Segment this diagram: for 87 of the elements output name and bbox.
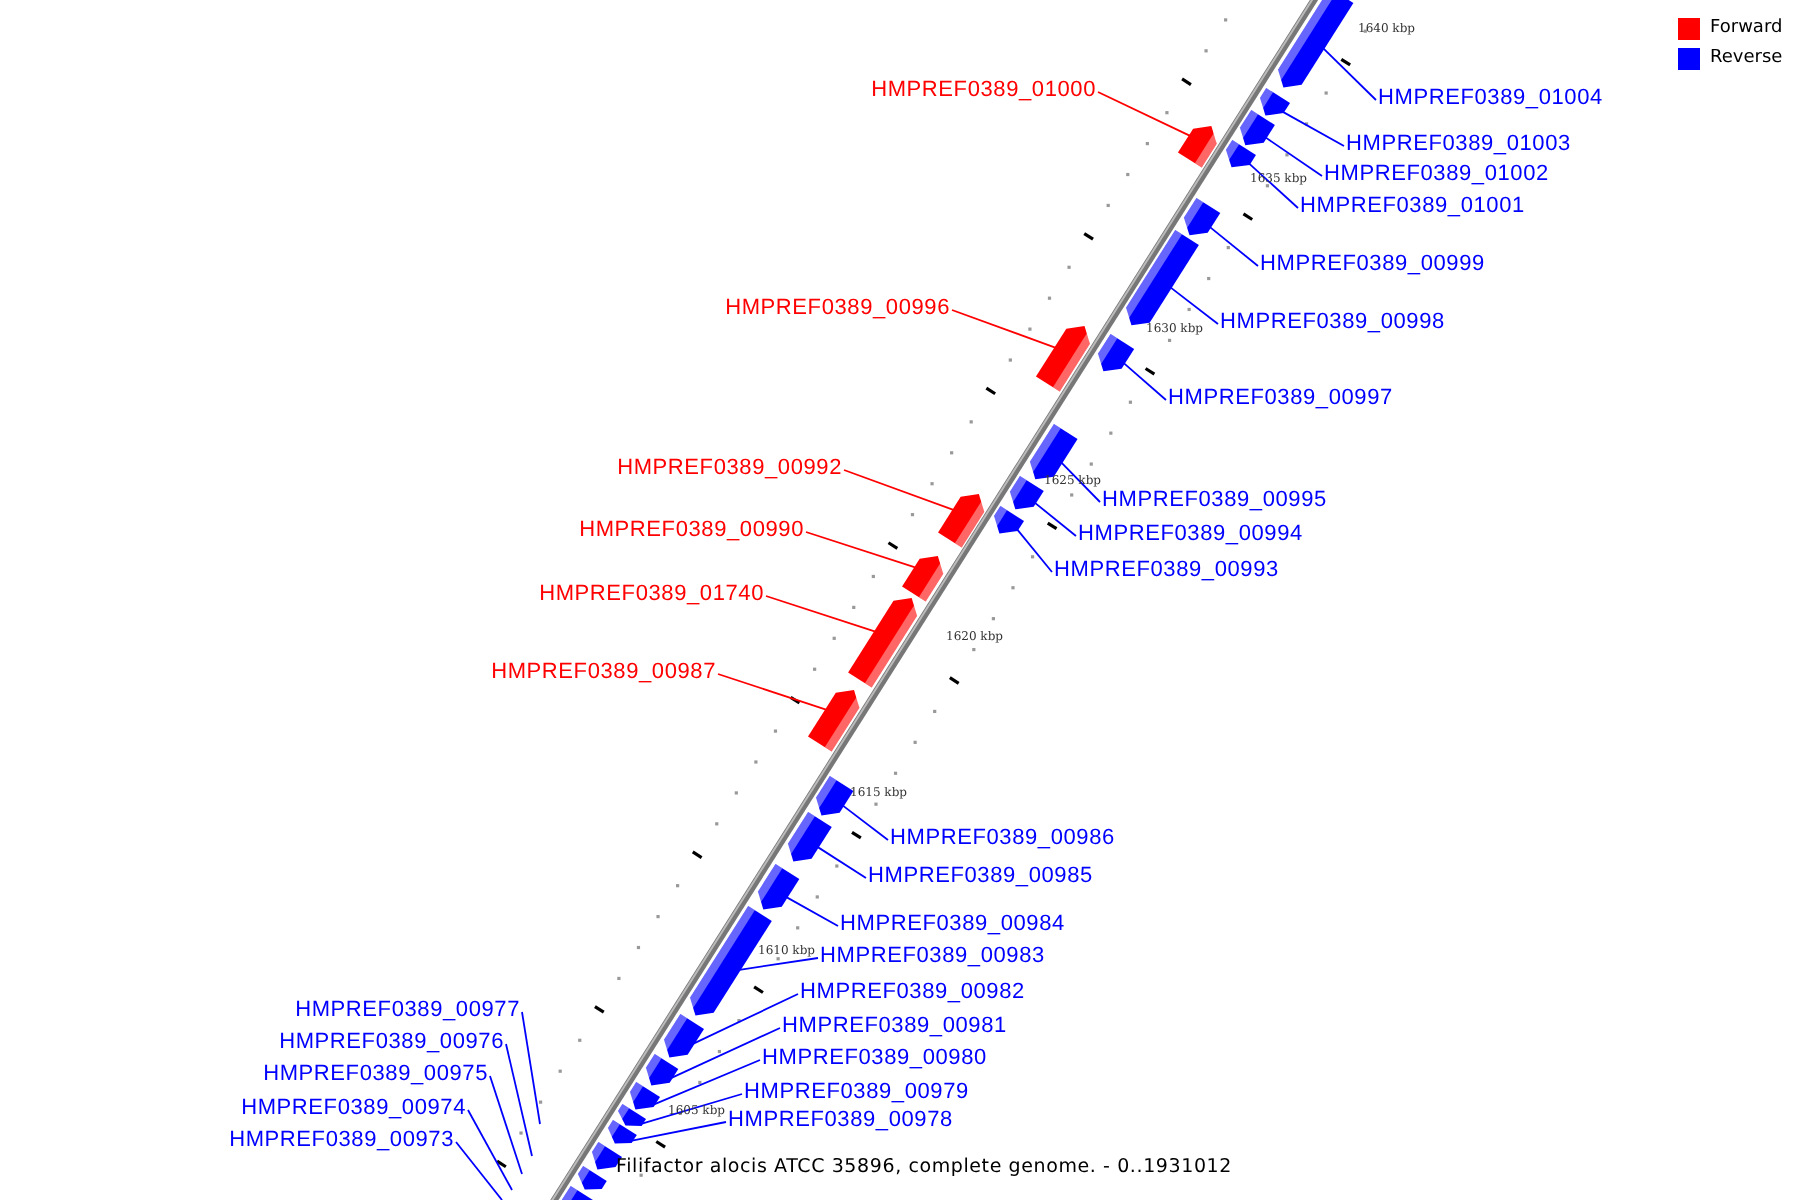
- gene-label: HMPREF0389_01740: [539, 581, 764, 607]
- gene-label: HMPREF0389_00979: [744, 1079, 969, 1105]
- gene-glyph: [1010, 475, 1044, 509]
- gene-label: HMPREF0389_00973: [229, 1127, 454, 1153]
- leader-line: [505, 1043, 533, 1157]
- gene-label: HMPREF0389_00992: [617, 455, 842, 481]
- gene-label: HMPREF0389_01004: [1378, 85, 1603, 111]
- gene-glyph: [663, 1013, 704, 1057]
- gene-label: HMPREF0389_00985: [868, 863, 1093, 889]
- gene-label: HMPREF0389_00987: [491, 659, 716, 685]
- gene-glyph: [1240, 109, 1276, 145]
- leader-line: [841, 804, 889, 841]
- gene-label: HMPREF0389_00993: [1054, 557, 1279, 583]
- leader-line: [717, 673, 828, 711]
- leader-line: [1121, 361, 1167, 401]
- leader-line: [489, 1075, 523, 1175]
- gene-glyph: [1183, 197, 1220, 235]
- gene-glyph: [645, 1053, 679, 1085]
- leader-line: [1207, 225, 1259, 267]
- gene-label: HMPREF0389_00996: [725, 295, 950, 321]
- leader-line: [1097, 91, 1191, 137]
- gene-label: HMPREF0389_00984: [840, 911, 1065, 937]
- gene-label: HMPREF0389_00982: [800, 979, 1025, 1005]
- leader-line: [805, 531, 918, 569]
- gene-glyph: [848, 597, 918, 687]
- gene-glyph: [1035, 325, 1090, 391]
- gene-label: HMPREF0389_00974: [241, 1095, 466, 1121]
- leader-line: [1033, 501, 1077, 537]
- leader-line: [467, 1109, 513, 1191]
- leader-line: [1321, 46, 1377, 101]
- gene-label: HMPREF0389_00975: [263, 1061, 488, 1087]
- gene-glyph: [816, 775, 854, 815]
- leader-line: [783, 895, 839, 927]
- leader-line: [628, 1121, 727, 1142]
- gene-label: HMPREF0389_00977: [295, 997, 520, 1023]
- gene-glyph: [937, 493, 984, 547]
- gene-glyph: [630, 1081, 661, 1109]
- gene-glyph: [1029, 423, 1077, 479]
- leader-line: [667, 1027, 781, 1080]
- leader-line: [1169, 286, 1219, 325]
- gene-label: HMPREF0389_00999: [1260, 251, 1485, 277]
- gene-glyph: [757, 863, 799, 909]
- gene-glyph: [902, 555, 945, 601]
- gene-label: HMPREF0389_00995: [1102, 487, 1327, 513]
- leader-line: [455, 1141, 503, 1200]
- leader-line: [1264, 136, 1323, 177]
- gene-label: HMPREF0389_00980: [762, 1045, 987, 1071]
- gene-label: HMPREF0389_00990: [579, 517, 804, 543]
- leader-line: [521, 1011, 541, 1125]
- leader-line: [765, 595, 878, 633]
- leader-line: [736, 957, 819, 971]
- gene-glyph: [1126, 229, 1200, 325]
- gene-label: HMPREF0389_00997: [1168, 385, 1393, 411]
- gene-label: HMPREF0389_01000: [871, 77, 1096, 103]
- leader-line: [815, 845, 867, 879]
- gene-glyph: [1177, 125, 1217, 167]
- gene-glyph: [787, 811, 832, 861]
- legend-label: Forward: [1710, 16, 1783, 40]
- gene-glyph: [578, 1165, 608, 1189]
- leader-line: [843, 469, 955, 511]
- gene-glyph: [618, 1103, 647, 1126]
- legend-label: Reverse: [1710, 46, 1783, 70]
- gene-glyph: [994, 505, 1025, 533]
- gene-label: HMPREF0389_00983: [820, 943, 1045, 969]
- gene-glyph: [1226, 139, 1257, 167]
- track-title: Filifactor alocis ATCC 35896, complete genome. - 0..1931012: [616, 1156, 1232, 1180]
- leader-line: [1059, 460, 1101, 503]
- gene-glyph: [607, 1119, 637, 1143]
- gene-label: HMPREF0389_00978: [728, 1107, 953, 1133]
- gene-label: HMPREF0389_01001: [1300, 193, 1525, 219]
- leader-line: [651, 1059, 761, 1106]
- leader-line: [1016, 528, 1053, 573]
- leader-line: [639, 1093, 743, 1125]
- gene-label: HMPREF0389_00986: [890, 825, 1115, 851]
- gene-glyph: [1097, 333, 1134, 371]
- leader-line: [689, 993, 799, 1046]
- gene-glyph: [807, 689, 860, 751]
- gene-glyph: [1277, 0, 1353, 87]
- gene-label: HMPREF0389_01003: [1346, 131, 1571, 157]
- gene-label: HMPREF0389_00976: [279, 1029, 504, 1055]
- leader-line: [951, 309, 1057, 349]
- gene-glyph: [1259, 87, 1290, 115]
- gene-label: HMPREF0389_00998: [1220, 309, 1445, 335]
- leader-line: [1280, 110, 1345, 147]
- gene-label: HMPREF0389_00981: [782, 1013, 1007, 1039]
- gene-label: HMPREF0389_01002: [1324, 161, 1549, 187]
- gene-label: HMPREF0389_00994: [1078, 521, 1303, 547]
